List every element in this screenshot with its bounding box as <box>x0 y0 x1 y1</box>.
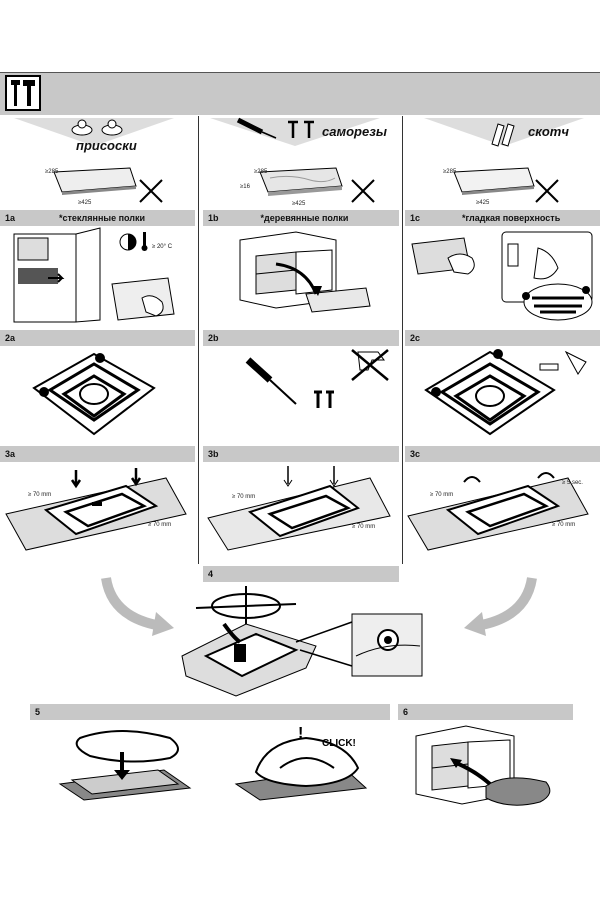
mat-icon <box>522 283 593 321</box>
right-curved-arrow <box>464 577 537 636</box>
click-mat-illustration: ! CLICK! <box>234 725 368 801</box>
column-divider <box>402 116 403 564</box>
step-number: 2b <box>208 333 219 343</box>
method-a-title: присоски <box>76 138 137 153</box>
glass-shelf-illustration: ≥285 ≥425 <box>45 167 163 206</box>
suction-cups-icon <box>71 119 123 136</box>
step-1c-bar: 1c *гладкая поверхность <box>405 210 600 226</box>
svg-text:≥ 70 mm: ≥ 70 mm <box>552 522 575 528</box>
step-caption: *стеклянные полки <box>59 213 146 223</box>
step-6-bar: 6 <box>398 704 573 720</box>
method-a-banner <box>14 118 174 146</box>
step-number: 6 <box>403 707 409 717</box>
wood-shelf-illustration: ≥285 ≥16 ≥425 <box>240 167 375 207</box>
step-number: 2c <box>410 333 421 343</box>
step-number: 3b <box>208 449 219 459</box>
step-2c-bar: 2c <box>405 330 600 346</box>
screwdriver-screws-icon <box>236 117 314 139</box>
holder-assembly-illustration <box>181 586 423 697</box>
header-bar <box>0 72 600 115</box>
step-number: 5 <box>35 707 41 717</box>
smooth-shelf-illustration: ≥285 ≥425 <box>443 167 559 206</box>
step-3a-bar: 3a <box>0 446 195 462</box>
column-divider <box>198 116 199 564</box>
step-caption: *гладкая поверхность <box>462 213 561 223</box>
step-2b-bar: 2b <box>203 330 399 346</box>
step-number: 2a <box>5 333 16 343</box>
step-number: 3c <box>410 449 421 459</box>
method-b-title: саморезы <box>322 124 387 139</box>
cross-icon <box>139 179 163 203</box>
svg-text:≥ 5 sec.: ≥ 5 sec. <box>562 480 583 486</box>
step-number: 1a <box>5 213 16 223</box>
wood-cabinet-illustration <box>239 231 371 313</box>
svg-text:≥16: ≥16 <box>240 184 251 190</box>
method-c-banner <box>424 118 584 146</box>
step-3b-bar: 3b <box>203 446 399 462</box>
spray-bottle-icon <box>507 243 519 267</box>
cross-icon <box>535 179 559 203</box>
insert-mat-illustration <box>58 730 192 801</box>
svg-text:≥ 70 mm: ≥ 70 mm <box>232 494 255 500</box>
left-curved-arrow <box>101 577 174 636</box>
holder-with-suction-cups <box>32 352 156 436</box>
surface-cleaning-illustration <box>411 231 593 321</box>
svg-text:≥425: ≥425 <box>476 200 490 206</box>
method-c-title: скотч <box>528 124 569 139</box>
screwdriver-and-screws <box>245 349 389 408</box>
cross-icon <box>351 179 375 203</box>
mount-on-wood-shelf: ≥ 70 mm ≥ 70 mm <box>207 466 391 551</box>
svg-text:≥285: ≥285 <box>45 169 59 175</box>
svg-text:≥ 70 mm: ≥ 70 mm <box>28 492 51 498</box>
step-4-bar: 4 <box>203 566 399 582</box>
step-caption: *деревянные полки <box>260 213 349 223</box>
mount-on-smooth-surface: ≥ 70 mm ≥ 70 mm ≥ 5 sec. <box>407 472 589 551</box>
step-1b-bar: 1b *деревянные полки <box>203 210 399 226</box>
svg-text:≥425: ≥425 <box>78 200 92 206</box>
svg-text:≥ 20° C: ≥ 20° C <box>152 244 173 250</box>
step-2a-bar: 2a <box>0 330 195 346</box>
svg-text:≥ 70 mm: ≥ 70 mm <box>148 522 171 528</box>
svg-text:CLICK!: CLICK! <box>322 738 356 749</box>
svg-text:≥ 70 mm: ≥ 70 mm <box>352 524 375 530</box>
step-3c-bar: 3c <box>405 446 600 462</box>
fridge-illustration: ≥ 20° C <box>13 227 175 323</box>
tools-icon <box>5 75 41 111</box>
no-drill-icon <box>351 349 389 381</box>
svg-text:≥ 70 mm: ≥ 70 mm <box>430 492 453 498</box>
svg-text:≥285: ≥285 <box>254 169 268 175</box>
step-number: 4 <box>208 569 214 579</box>
mount-on-glass-shelf: ≥ 70 mm ≥ 70 mm <box>5 468 187 551</box>
holder-with-tape <box>424 349 587 436</box>
svg-text:≥285: ≥285 <box>443 169 457 175</box>
step-number: 1b <box>208 213 219 223</box>
step-5-bar: 5 <box>30 704 390 720</box>
step-number: 1c <box>410 213 421 223</box>
tape-icon <box>491 123 515 147</box>
cabinet-with-mat-illustration <box>415 725 551 806</box>
step-1a-bar: 1a *стеклянные полки <box>0 210 195 226</box>
svg-text:≥425: ≥425 <box>292 201 306 207</box>
step-number: 3a <box>5 449 16 459</box>
temperature-icon <box>119 232 148 251</box>
svg-text:!: ! <box>298 725 303 742</box>
